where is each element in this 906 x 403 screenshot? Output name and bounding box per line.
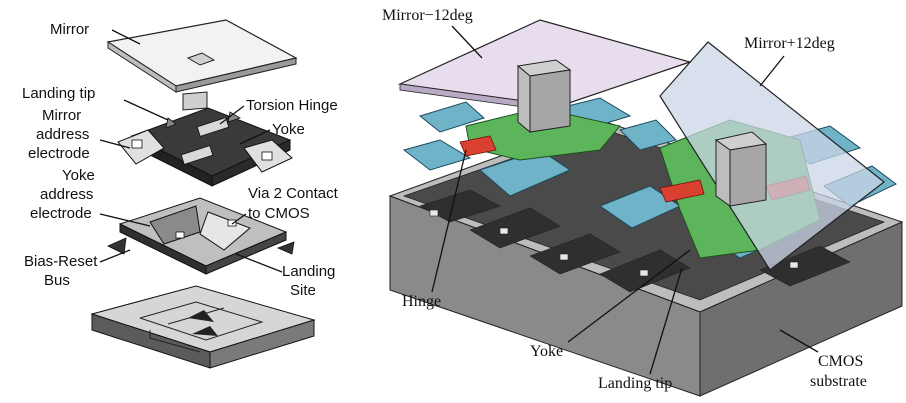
exploded-view: Mirror Landing tip Mirror address electr…: [22, 19, 339, 369]
assembled-array: Mirror−12deg Mirror+12deg Hinge Yoke Lan…: [382, 7, 904, 397]
label-yoke-address-electrode-1: Yoke: [62, 167, 95, 184]
label-cmos-substrate-2: substrate: [810, 373, 867, 390]
label-via-contact-2: to CMOS: [248, 205, 310, 222]
exploded-address-layer: [107, 197, 295, 275]
label-via-contact-1: Via 2 Contact: [248, 185, 339, 202]
label-landing-tip-right: Landing tip: [598, 375, 672, 392]
label-mirror: Mirror: [50, 21, 89, 38]
exploded-yoke-layer: [117, 107, 293, 187]
label-mirror-address-electrode-2: address: [36, 126, 89, 143]
exploded-cmos-block: [90, 285, 316, 369]
mirror-minus-12deg: [397, 19, 693, 134]
label-yoke-left: Yoke: [272, 121, 305, 138]
label-cmos-substrate-1: CMOS: [818, 353, 863, 370]
label-mirror-address-electrode-3: electrode: [28, 145, 90, 162]
exploded-mirror: [106, 19, 298, 111]
label-torsion-hinge: Torsion Hinge: [246, 97, 338, 114]
label-mirror-minus-12deg: Mirror−12deg: [382, 7, 473, 24]
label-landing-site-1: Landing: [282, 263, 335, 280]
label-landing-site-2: Site: [290, 282, 316, 299]
mirror-plus-12deg: [659, 41, 885, 271]
label-mirror-plus-12deg: Mirror+12deg: [744, 35, 835, 52]
label-yoke-right: Yoke: [530, 343, 563, 360]
label-mirror-address-electrode-1: Mirror: [42, 107, 81, 124]
label-yoke-address-electrode-2: address: [40, 186, 93, 203]
label-bias-reset-bus-2: Bus: [44, 272, 70, 289]
label-landing-tip: Landing tip: [22, 85, 95, 102]
label-hinge: Hinge: [402, 293, 441, 310]
label-yoke-address-electrode-3: electrode: [30, 205, 92, 222]
label-bias-reset-bus-1: Bias-Reset: [24, 253, 98, 270]
